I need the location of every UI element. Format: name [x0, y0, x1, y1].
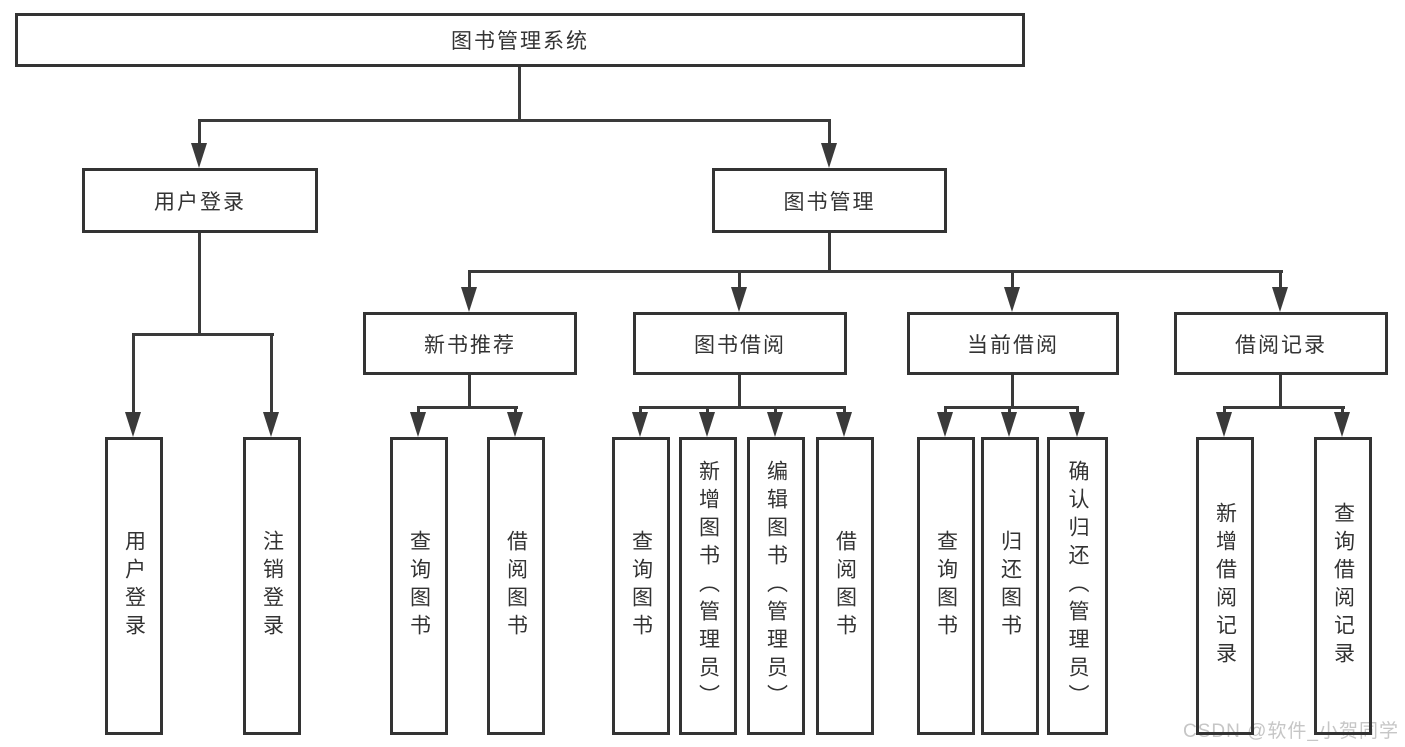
connector-stem	[514, 407, 517, 415]
connector-stem	[1008, 407, 1011, 415]
connector-stem	[417, 407, 420, 415]
leaf-borrow-books-recommend: 借阅图书	[487, 437, 545, 735]
connector-stem	[1076, 407, 1079, 415]
arrowhead-down-icon	[821, 143, 837, 168]
node-new-book-recommend-label: 新书推荐	[424, 333, 516, 357]
csdn-watermark: CSDN @软件_小贺同学	[1183, 721, 1399, 742]
arrowhead-down-icon	[1001, 412, 1017, 437]
arrowhead-down-icon	[1216, 412, 1232, 437]
connector-stem	[639, 407, 642, 415]
connector-stem	[1223, 407, 1226, 415]
arrowhead-down-icon	[1069, 412, 1085, 437]
node-book-borrowing-label: 图书借阅	[694, 333, 786, 357]
leaf-logout: 注销登录	[243, 437, 301, 735]
leaf-label: 新增借阅记录	[1213, 502, 1237, 670]
connector-vline	[198, 233, 201, 336]
arrowhead-down-icon	[1272, 287, 1288, 312]
leaf-label: 查询图书	[934, 530, 958, 642]
leaf-query-books-recommend: 查询图书	[390, 437, 448, 735]
leaf-edit-book-admin: 编辑图书（管理员）	[747, 437, 805, 735]
connector-stem	[944, 407, 947, 415]
connector-stem	[270, 334, 273, 415]
connector-stem	[198, 120, 201, 147]
leaf-add-borrow-record: 新增借阅记录	[1196, 437, 1254, 735]
arrowhead-down-icon	[461, 287, 477, 312]
node-borrowing-records: 借阅记录	[1174, 312, 1388, 375]
leaf-label: 注销登录	[260, 530, 284, 642]
node-book-management: 图书管理	[712, 168, 947, 233]
connector-stem	[468, 271, 471, 291]
connector-vline	[1279, 375, 1282, 409]
arrowhead-down-icon	[1334, 412, 1350, 437]
connector-hline	[1223, 406, 1345, 409]
arrowhead-down-icon	[699, 412, 715, 437]
arrowhead-down-icon	[410, 412, 426, 437]
node-current-borrowing: 当前借阅	[907, 312, 1119, 375]
leaf-query-borrow-record: 查询借阅记录	[1314, 437, 1372, 735]
arrowhead-down-icon	[731, 287, 747, 312]
leaf-query-books-current: 查询图书	[917, 437, 975, 735]
connector-hline	[944, 406, 1079, 409]
leaf-label: 查询图书	[407, 530, 431, 642]
leaf-label: 新增图书（管理员）	[696, 460, 720, 712]
connector-stem	[1279, 271, 1282, 291]
connector-hline	[132, 333, 274, 336]
arrowhead-down-icon	[836, 412, 852, 437]
connector-hline	[198, 119, 831, 122]
connector-vline	[468, 375, 471, 409]
connector-stem	[1341, 407, 1344, 415]
leaf-add-book-admin: 新增图书（管理员）	[679, 437, 737, 735]
leaf-label: 用户登录	[122, 530, 146, 642]
arrowhead-down-icon	[125, 412, 141, 437]
node-book-borrowing: 图书借阅	[633, 312, 847, 375]
connector-vline	[828, 233, 831, 273]
node-user-login: 用户登录	[82, 168, 318, 233]
leaf-label: 确认归还（管理员）	[1066, 460, 1089, 712]
node-user-login-label: 用户登录	[154, 190, 246, 214]
leaf-label: 借阅图书	[504, 530, 528, 642]
node-borrowing-records-label: 借阅记录	[1235, 333, 1327, 357]
arrowhead-down-icon	[263, 412, 279, 437]
connector-stem	[706, 407, 709, 415]
leaf-borrow-books-borrowing: 借阅图书	[816, 437, 874, 735]
connector-stem	[843, 407, 846, 415]
connector-stem	[1011, 271, 1014, 291]
connector-vline	[518, 67, 521, 121]
leaf-label: 查询借阅记录	[1331, 502, 1355, 670]
connector-vline	[1011, 375, 1014, 409]
connector-stem	[828, 120, 831, 147]
connector-stem	[738, 271, 741, 291]
node-book-management-label: 图书管理	[783, 190, 876, 214]
leaf-user-login: 用户登录	[105, 437, 163, 735]
leaf-query-books-borrowing: 查询图书	[612, 437, 670, 735]
leaf-label: 借阅图书	[833, 530, 857, 642]
leaf-label: 归还图书	[998, 530, 1022, 642]
arrowhead-down-icon	[507, 412, 523, 437]
connector-stem	[774, 407, 777, 415]
arrowhead-down-icon	[937, 412, 953, 437]
arrowhead-down-icon	[1004, 287, 1020, 312]
connector-hline	[639, 406, 846, 409]
arrowhead-down-icon	[191, 143, 207, 168]
arrowhead-down-icon	[632, 412, 648, 437]
node-new-book-recommend: 新书推荐	[363, 312, 577, 375]
leaf-label: 查询图书	[629, 530, 653, 642]
connector-hline	[468, 270, 1283, 273]
node-root: 图书管理系统	[15, 13, 1025, 67]
connector-vline	[738, 375, 741, 409]
connector-stem	[132, 334, 135, 415]
leaf-return-book: 归还图书	[981, 437, 1039, 735]
connector-hline	[417, 406, 518, 409]
arrowhead-down-icon	[767, 412, 783, 437]
leaf-confirm-return-admin: 确认归还（管理员）	[1047, 437, 1108, 735]
node-root-label: 图书管理系统	[451, 30, 589, 53]
leaf-label: 编辑图书（管理员）	[764, 460, 788, 712]
node-current-borrowing-label: 当前借阅	[967, 333, 1059, 357]
